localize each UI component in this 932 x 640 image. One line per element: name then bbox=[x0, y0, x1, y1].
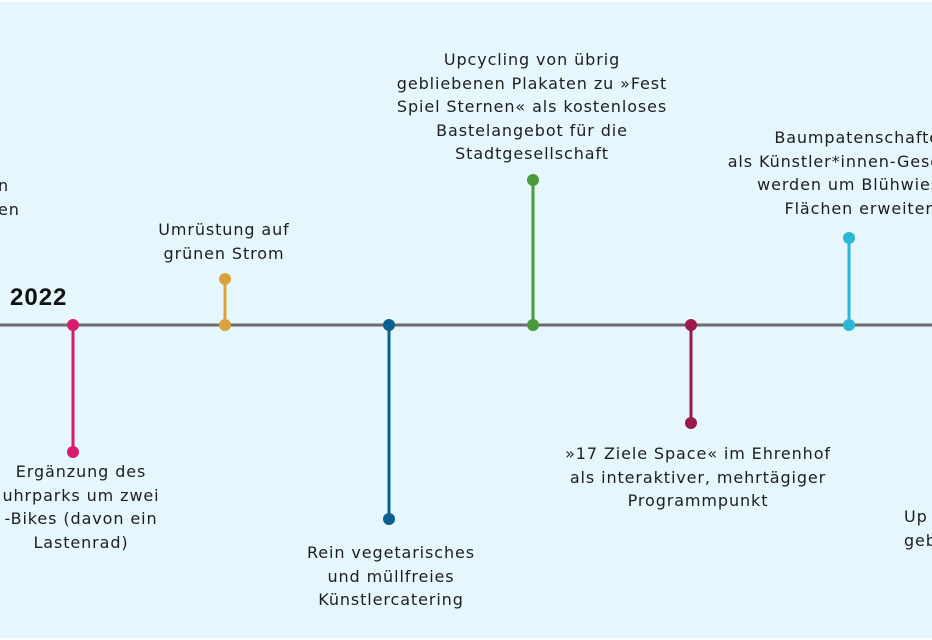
stem-upcycling-end-dot bbox=[527, 174, 539, 186]
milestone-label-17-goals-space: »17 Ziele Space« im Ehrenhof als interak… bbox=[565, 444, 831, 510]
stem-vegetarian-catering-axis-dot bbox=[383, 319, 395, 331]
milestone-label-green-power: Umrüstung auf grünen Strom bbox=[158, 220, 290, 263]
milestone-label-ebikes: Ergänzung des uhrparks um zwei -Bikes (d… bbox=[2, 462, 160, 552]
stem-vegetarian-catering-end-dot bbox=[383, 513, 395, 525]
year-label: 2022 bbox=[10, 284, 68, 311]
stem-17-goals-space-axis-dot bbox=[685, 319, 697, 331]
milestone-label-vegetarian-catering: Rein vegetarisches und müllfreies Künstl… bbox=[307, 543, 475, 609]
stem-green-power-axis-dot bbox=[219, 319, 231, 331]
milestone-label-cut-left: n en bbox=[0, 176, 20, 219]
stem-17-goals-space-end-dot bbox=[685, 417, 697, 429]
stem-green-power-end-dot bbox=[219, 273, 231, 285]
stem-tree-sponsorship-axis-dot bbox=[843, 319, 855, 331]
milestone-label-tree-sponsorship: Baumpatenschafte als Künstler*innen-Gesc… bbox=[727, 128, 932, 218]
stem-ebikes-axis-dot bbox=[67, 319, 79, 331]
milestone-label-upcycling: Upcycling von übrig gebliebenen Plakaten… bbox=[396, 50, 668, 163]
milestone-label-cut-right: Up geb bbox=[904, 507, 932, 550]
stem-tree-sponsorship-end-dot bbox=[843, 232, 855, 244]
stem-upcycling-axis-dot bbox=[527, 319, 539, 331]
stem-ebikes-end-dot bbox=[67, 446, 79, 458]
